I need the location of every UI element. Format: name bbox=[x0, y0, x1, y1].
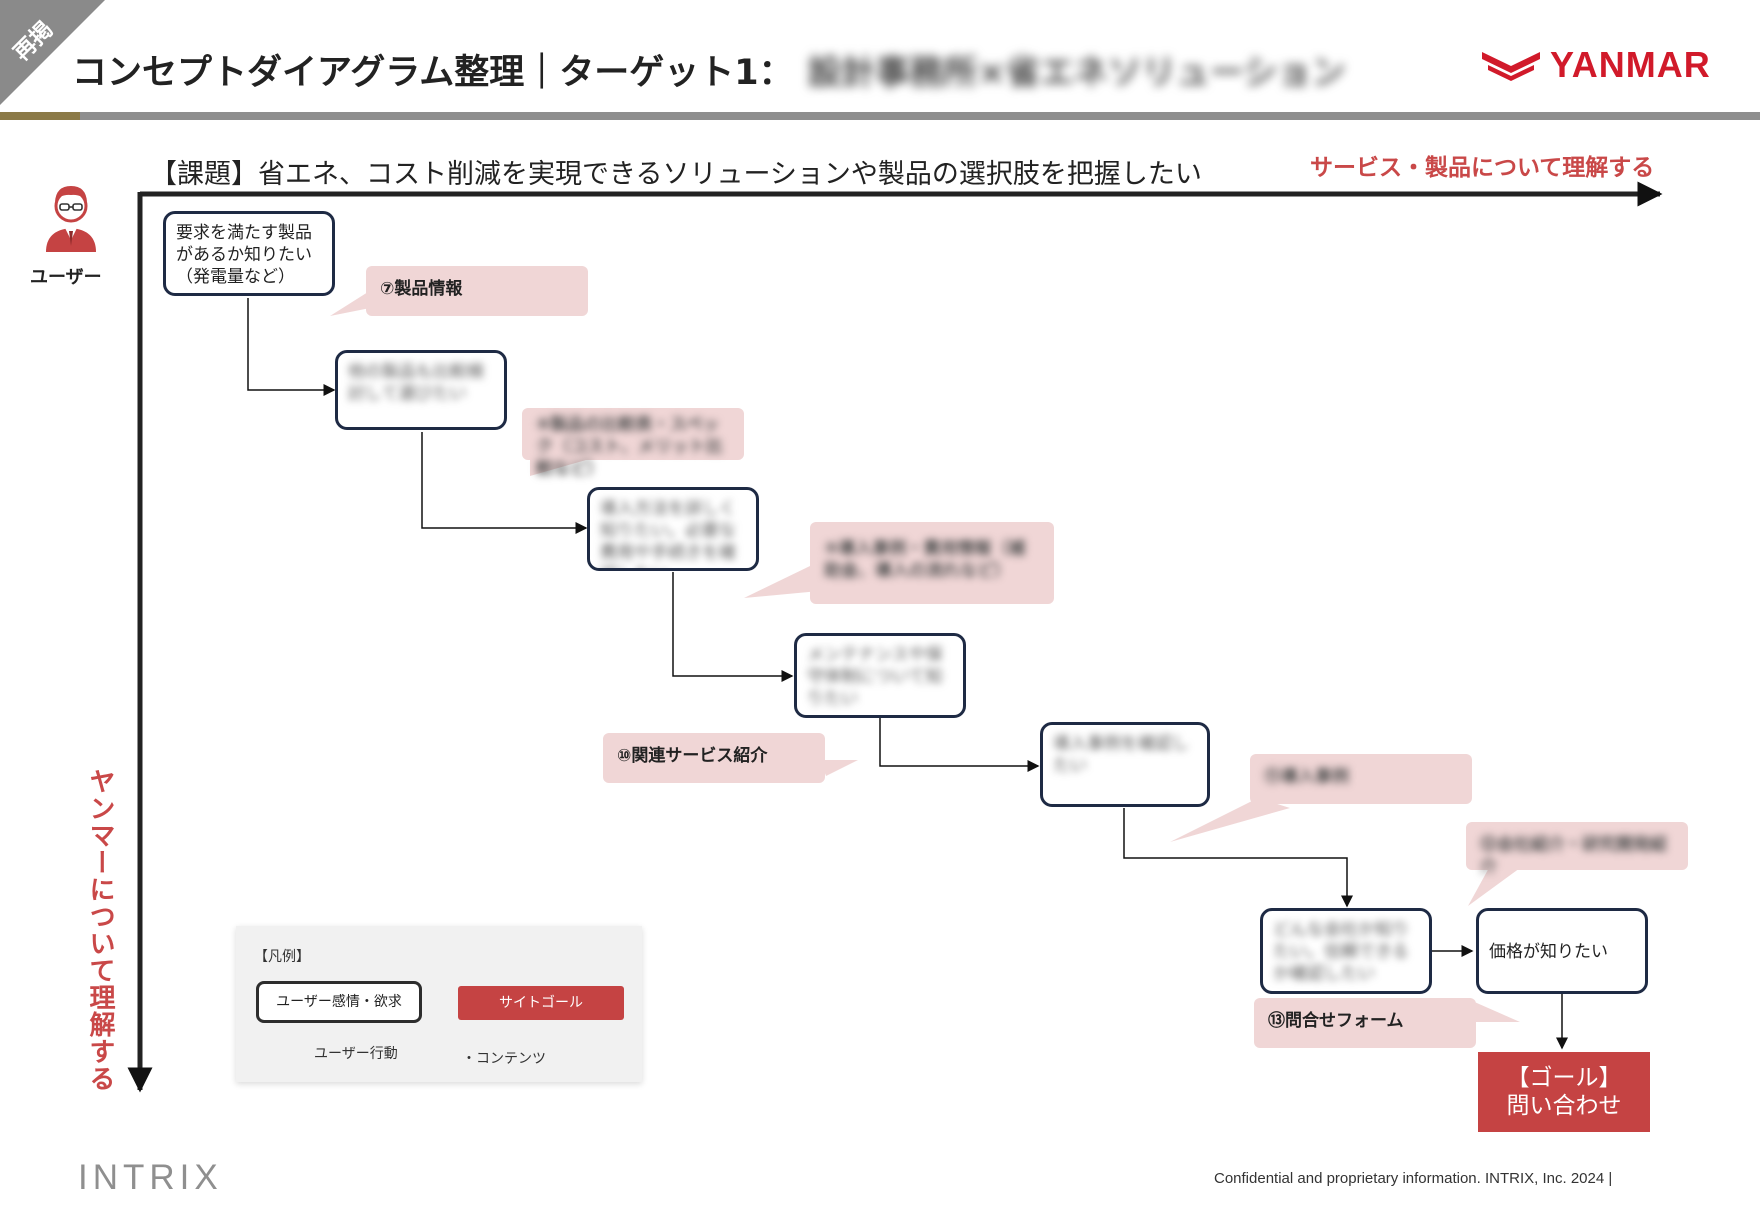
content-bubble-5: ⑪導入事例 bbox=[1250, 754, 1472, 804]
step-box-7-text: 価格が知りたい bbox=[1489, 942, 1608, 962]
user-avatar-icon bbox=[46, 186, 96, 252]
legend: 【凡例】 ユーザー感情・欲求 サイトゴール ユーザー行動 ・コンテンツ bbox=[236, 926, 642, 1082]
content-bubble-4: ⑩関連サービス紹介 bbox=[603, 733, 825, 783]
yanmar-logo: YANMAR bbox=[1480, 44, 1711, 86]
step-box-3-text: 導入方法を詳しく知りたい。必要な費用や手続きを確認したい bbox=[600, 499, 736, 568]
user-label: ユーザー bbox=[30, 267, 102, 288]
reprint-badge: 再掲 bbox=[0, 0, 120, 120]
legend-site-goal: サイトゴール bbox=[458, 986, 624, 1020]
step-box-1: 要求を満たす製品があるか知りたい（発電量など） bbox=[163, 211, 335, 296]
content-bubble-6-text: ⑫会社紹介・研究開発紹介 bbox=[1480, 835, 1667, 877]
step-box-4: メンテナンスや保守体制について知りたい bbox=[794, 633, 966, 718]
step-box-4-text: メンテナンスや保守体制について知りたい bbox=[807, 645, 943, 709]
issue-statement: 【課題】省エネ、コスト削減を実現できるソリューションや製品の選択肢を把握したい bbox=[150, 159, 1202, 190]
content-bubble-3-text: ⑨導入事例・費用情報（補助金、導入の流れなど） bbox=[824, 539, 1026, 581]
content-bubble-7: ⑬問合せフォーム bbox=[1254, 998, 1476, 1048]
legend-content-label: ・コンテンツ bbox=[462, 1051, 546, 1067]
page-title: コンセプトダイアグラム整理｜ターゲット1： 設計事務所×省エネソリューション bbox=[72, 44, 1345, 95]
content-bubble-1: ⑦製品情報 bbox=[366, 266, 588, 316]
content-bubble-7-text: ⑬問合せフォーム bbox=[1268, 1011, 1404, 1031]
step-box-3: 導入方法を詳しく知りたい。必要な費用や手続きを確認したい bbox=[587, 487, 759, 571]
content-bubble-2: ⑧製品の比較表・スペック（コスト、メリット比較など） bbox=[522, 408, 744, 479]
legend-arrow-label: ユーザー行動 bbox=[314, 1046, 398, 1062]
page-title-blurred: 設計事務所×省エネソリューション bbox=[807, 53, 1346, 93]
intrix-logo: INTRIX bbox=[78, 1158, 223, 1197]
footer-copyright: Confidential and proprietary information… bbox=[1214, 1170, 1613, 1187]
content-bubble-4-text: ⑩関連サービス紹介 bbox=[617, 746, 768, 766]
legend-title: 【凡例】 bbox=[254, 949, 310, 965]
content-bubble-2-text: ⑧製品の比較表・スペック（コスト、メリット比較など） bbox=[536, 415, 723, 479]
yanmar-logo-text: YANMAR bbox=[1550, 44, 1711, 85]
content-bubble-1-text: ⑦製品情報 bbox=[380, 279, 463, 299]
goal-box: 【ゴール】 問い合わせ bbox=[1478, 1052, 1650, 1132]
step-box-2-text: 他の製品も比較検討して選びたい bbox=[348, 362, 484, 404]
x-axis-label: サービス・製品について理解する bbox=[1310, 155, 1655, 181]
step-box-1-text: 要求を満たす製品があるか知りたい（発電量など） bbox=[176, 223, 312, 287]
step-box-6-text: どんな会社か知りたい。信頼できるか確認したい bbox=[1273, 920, 1409, 984]
yanmar-wing-icon bbox=[1482, 52, 1540, 81]
goal-line-1: 【ゴール】 bbox=[1506, 1065, 1622, 1091]
step-box-5: 導入事例を確認したい bbox=[1040, 722, 1210, 807]
content-bubble-6: ⑫会社紹介・研究開発紹介 bbox=[1466, 822, 1688, 877]
step-box-5-text: 導入事例を確認したい bbox=[1053, 734, 1189, 776]
legend-user-box: ユーザー感情・欲求 bbox=[256, 981, 422, 1023]
step-box-7: 価格が知りたい bbox=[1476, 908, 1648, 994]
content-bubble-3: ⑨導入事例・費用情報（補助金、導入の流れなど） bbox=[810, 522, 1054, 604]
step-box-6: どんな会社か知りたい。信頼できるか確認したい bbox=[1260, 908, 1432, 994]
page-title-text: コンセプトダイアグラム整理｜ターゲット1： bbox=[72, 53, 794, 93]
header-divider bbox=[0, 112, 1760, 120]
goal-line-2: 問い合わせ bbox=[1506, 1093, 1622, 1119]
content-bubble-5-text: ⑪導入事例 bbox=[1264, 767, 1349, 787]
step-box-2: 他の製品も比較検討して選びたい bbox=[335, 350, 507, 430]
y-axis-label: ヤンマーについて理解する bbox=[85, 768, 115, 1092]
